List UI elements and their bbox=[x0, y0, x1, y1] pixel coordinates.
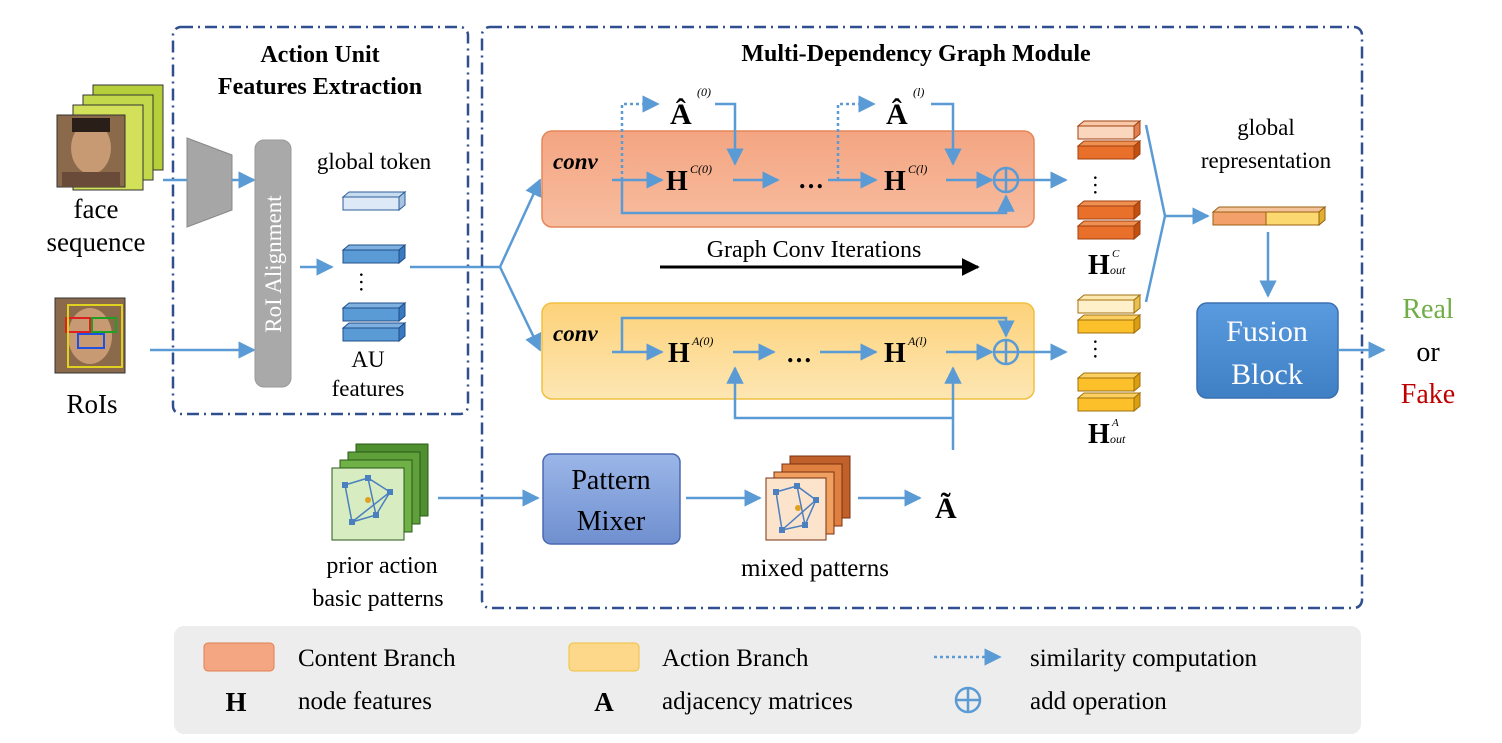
merge-lines bbox=[1144, 124, 1167, 303]
legend-content-swatch bbox=[203, 642, 275, 672]
a-hat-0-sup: (0) bbox=[697, 85, 711, 99]
content-out-ellipsis: ··· bbox=[1083, 174, 1108, 196]
fusion-label-line2: Block bbox=[1231, 358, 1303, 391]
action-h0-sup: A(0) bbox=[691, 334, 713, 348]
rois-label: RoIs bbox=[66, 389, 117, 419]
h-out-a-sup: A bbox=[1111, 417, 1119, 429]
tokens-to-action-arrow bbox=[498, 266, 542, 352]
mixed-patterns-image bbox=[765, 455, 851, 541]
au-title-line1: Action Unit bbox=[260, 42, 379, 68]
a-hat-0-to-h-arrow bbox=[715, 102, 744, 166]
roi-alignment-block bbox=[254, 139, 292, 388]
a-hat-l-to-h-arrow bbox=[931, 102, 962, 166]
a-tilde: Ã bbox=[935, 492, 957, 525]
fake-label: Fake bbox=[1401, 379, 1455, 410]
legend-action-label: Action Branch bbox=[662, 645, 809, 672]
backbone-encoder bbox=[186, 137, 233, 228]
real-label: Real bbox=[1402, 294, 1454, 325]
a-hat-l-sup: (l) bbox=[913, 85, 924, 99]
h-out-a-sub: out bbox=[1110, 432, 1126, 446]
content-dots: … bbox=[798, 165, 824, 194]
h-out-c-sub: out bbox=[1110, 263, 1126, 277]
legend-similarity-label: similarity computation bbox=[1030, 645, 1258, 672]
global-rep-line1: global bbox=[1237, 115, 1295, 140]
action-out-token bbox=[1076, 391, 1142, 413]
legend-action-swatch bbox=[568, 642, 640, 672]
content-h0: H bbox=[666, 166, 688, 197]
a-hat-0: Â bbox=[670, 98, 692, 131]
au-ellipsis: ··· bbox=[349, 271, 374, 293]
legend-node-features-label: node features bbox=[298, 688, 432, 715]
legend-h-symbol: H bbox=[225, 687, 246, 717]
content-out-token bbox=[1076, 119, 1142, 141]
au-label-line1: AU bbox=[351, 347, 385, 372]
content-hl: H bbox=[884, 166, 906, 197]
global-representation-token bbox=[1211, 205, 1327, 227]
au-feature-token bbox=[341, 301, 407, 323]
content-out-token bbox=[1076, 199, 1142, 221]
fusion-label-line1: Fusion bbox=[1226, 315, 1308, 348]
rois-image bbox=[54, 297, 126, 374]
h-out-a: H bbox=[1088, 419, 1110, 450]
mixed-patterns-label: mixed patterns bbox=[741, 555, 889, 582]
au-feature-token bbox=[341, 243, 407, 265]
action-out-token bbox=[1076, 293, 1142, 315]
legend-add-label: add operation bbox=[1030, 688, 1167, 715]
or-label: or bbox=[1416, 337, 1440, 368]
roi-alignment-label: RoI Alignment bbox=[261, 195, 286, 333]
h-out-c-sup: C bbox=[1112, 248, 1120, 260]
a-tilde-to-h0-arrow bbox=[726, 366, 955, 450]
action-out-token bbox=[1076, 371, 1142, 393]
action-dots: … bbox=[786, 339, 812, 368]
action-hl-sup: A(l) bbox=[907, 334, 927, 348]
action-add-icon bbox=[992, 338, 1020, 366]
prior-label-line2: basic patterns bbox=[312, 586, 443, 612]
content-out-token bbox=[1076, 139, 1142, 161]
au-label-line2: features bbox=[332, 376, 405, 401]
sequence-label: sequence bbox=[47, 227, 146, 257]
face-label: face bbox=[74, 194, 119, 224]
content-conv-label: conv bbox=[553, 149, 599, 174]
prior-label-line1: prior action bbox=[326, 553, 437, 579]
a-hat-l: Â bbox=[886, 98, 908, 131]
global-rep-line2: representation bbox=[1201, 148, 1332, 173]
action-out-ellipsis: ··· bbox=[1083, 338, 1108, 360]
legend-add-icon bbox=[954, 686, 982, 714]
graph-module-title: Multi-Dependency Graph Module bbox=[741, 41, 1091, 67]
content-h0-sup: C(0) bbox=[690, 162, 712, 176]
content-add-icon bbox=[992, 166, 1020, 194]
au-feature-token bbox=[341, 321, 407, 343]
content-hl-sup: C(l) bbox=[908, 162, 927, 176]
legend-a-symbol: A bbox=[594, 687, 614, 717]
pattern-mixer-block bbox=[542, 453, 681, 545]
similarity-arrow-l bbox=[836, 95, 876, 180]
global-token-label: global token bbox=[317, 149, 432, 174]
action-out-token bbox=[1076, 313, 1142, 335]
iterations-label: Graph Conv Iterations bbox=[707, 237, 922, 263]
similarity-arrow-0 bbox=[620, 95, 660, 180]
action-conv-label: conv bbox=[553, 321, 599, 346]
tokens-to-content-arrow bbox=[410, 178, 542, 269]
legend-adjacency-label: adjacency matrices bbox=[662, 688, 853, 715]
au-title-line2: Features Extraction bbox=[218, 74, 422, 100]
mixer-label-line1: Pattern bbox=[571, 465, 650, 496]
h-out-c: H bbox=[1088, 250, 1110, 281]
legend-content-label: Content Branch bbox=[298, 645, 456, 672]
mixer-label-line2: Mixer bbox=[577, 506, 646, 537]
content-out-token bbox=[1076, 219, 1142, 241]
content-skip-arrow bbox=[620, 180, 1015, 215]
action-hl: H bbox=[884, 338, 906, 369]
action-skip-arrow bbox=[620, 316, 1015, 352]
prior-patterns-image bbox=[331, 443, 429, 541]
action-h0: H bbox=[668, 338, 690, 369]
graph-module-border bbox=[480, 25, 1364, 610]
face-sequence-images bbox=[56, 84, 164, 191]
legend-panel bbox=[174, 626, 1361, 734]
global-token bbox=[341, 190, 407, 212]
